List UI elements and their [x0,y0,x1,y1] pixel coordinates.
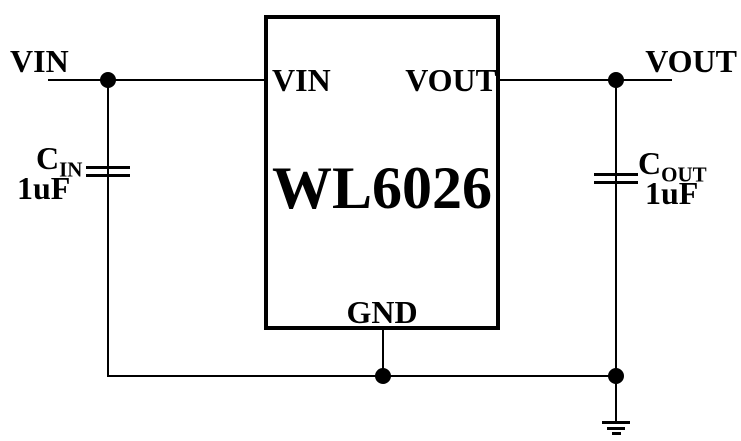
cin-value-label: 1uF [17,170,71,206]
ic-wl6026-body [264,15,500,330]
wire-vin-rail [48,79,264,81]
ic-pin-label-vout: VOUT [405,62,497,98]
ic-pin-label-gnd: GND [346,294,418,330]
wire-earth-stub [615,376,617,422]
wire-cin-branch [107,80,109,376]
ground-bar-1 [602,421,630,424]
wire-gnd-pin-stub [382,330,384,376]
cin-ref-label: CIN [36,140,83,182]
cin-top-plate [86,166,130,169]
net-label-vin: VIN [10,43,69,79]
net-label-vout: VOUT [645,43,737,79]
cin-bottom-plate [86,174,130,177]
junction-dot-vin [100,72,116,88]
wire-cout-branch [615,80,617,377]
ground-bar-2 [607,427,625,430]
cout-top-plate [594,173,638,176]
cout-ref-label: COUT [638,145,707,187]
ground-bar-3 [612,432,621,435]
cout-bottom-plate [594,181,638,184]
junction-dot-gnd [375,368,391,384]
junction-dot-vout [608,72,624,88]
ic-part-number: WL6026 [271,155,493,221]
ic-pin-label-vin: VIN [272,62,331,98]
wire-vout-rail [500,79,672,81]
cout-value-label: 1uF [645,175,699,211]
wire-ground-rail [107,375,617,377]
junction-dot-earth [608,368,624,384]
